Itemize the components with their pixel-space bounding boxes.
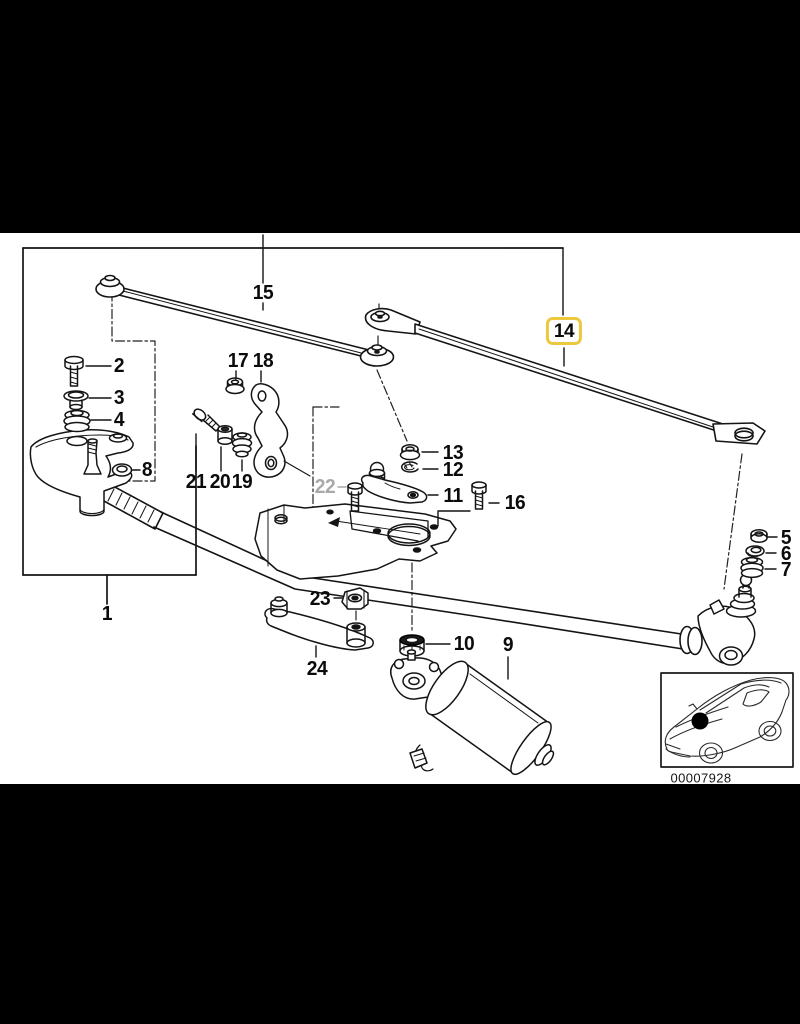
link-part24 (265, 597, 373, 650)
linkage-tube (93, 479, 702, 655)
mounting-plate (255, 504, 456, 579)
cap-part3 (64, 391, 88, 410)
leader-lines (86, 235, 777, 679)
grommet-part7 (741, 558, 763, 578)
nut-part17 (226, 378, 244, 394)
centerline-dashdot (112, 292, 742, 632)
letterbox-bottom-band (0, 784, 800, 1024)
wiper-linkage-diagram-art (0, 233, 800, 784)
car-location-inset (661, 673, 793, 767)
ball-joint (698, 575, 756, 666)
clip-part23 (342, 588, 368, 609)
nut-part13 (401, 445, 420, 460)
wiper-motor (391, 650, 558, 779)
diagram-paper (0, 233, 800, 784)
grommet-part19 (233, 433, 252, 457)
nut-part8 (113, 464, 132, 476)
screw-part22 (328, 483, 420, 534)
grommet-part4 (64, 411, 90, 432)
frame-box (23, 248, 563, 604)
screw-part16 (472, 482, 486, 509)
nut-part5 (751, 530, 767, 542)
crank-arm-part11 (362, 463, 427, 504)
lockwasher-part12 (402, 462, 418, 472)
strut-14 (366, 309, 765, 444)
letterbox-top-band (0, 0, 800, 233)
bracket-part18 (251, 384, 310, 477)
pivot-console (30, 430, 133, 516)
part-location-dot (691, 712, 709, 730)
washer-part6 (746, 546, 764, 558)
strut-15 (96, 276, 394, 367)
bushing-part20 (218, 426, 232, 444)
screw-part2 (65, 357, 83, 387)
screw-part21 (192, 407, 220, 431)
